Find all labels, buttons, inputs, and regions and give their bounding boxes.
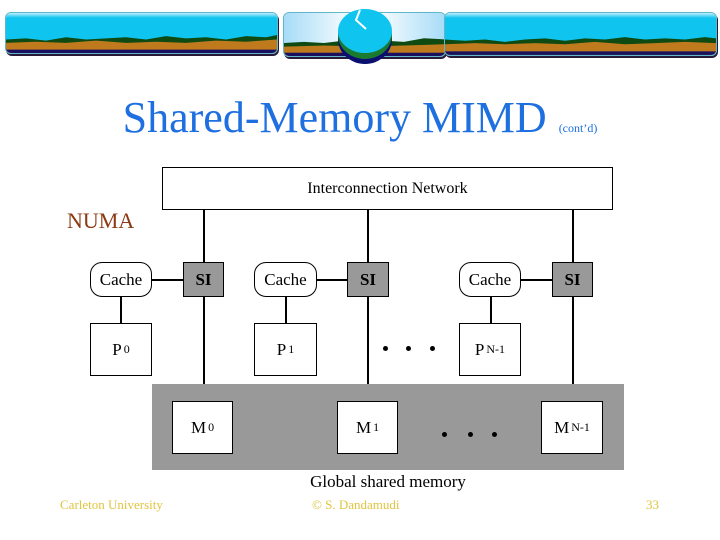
connector-line — [572, 210, 574, 401]
processor-subscript: N-1 — [486, 342, 506, 356]
interconnection-network-box: Interconnection Network — [162, 167, 613, 210]
cache-label: Cache — [468, 269, 512, 289]
globe-icon — [338, 9, 392, 64]
connector-line — [203, 210, 205, 401]
footer-institution: Carleton University — [60, 497, 163, 512]
ellipsis-dot — [492, 432, 497, 437]
title-subtitle: (cont’d) — [558, 121, 598, 135]
si-box: SI — [347, 262, 389, 297]
connector-line — [490, 297, 492, 323]
processor-label: P — [474, 339, 485, 359]
memory-label: M — [355, 417, 372, 437]
memory-subscript: 1 — [373, 420, 380, 434]
connector-line — [317, 279, 347, 281]
ellipsis-dot — [468, 432, 473, 437]
si-box: SI — [183, 262, 224, 297]
connector-line — [120, 297, 122, 323]
title-main: Shared-Memory MIMD — [122, 93, 547, 142]
global-memory-label: Global shared memory — [310, 472, 466, 491]
banner-right-panel — [444, 12, 717, 56]
cache-box: Cache — [254, 262, 317, 297]
section-label: NUMA — [67, 208, 135, 233]
memory-label: M — [190, 417, 207, 437]
cache-box: Cache — [90, 262, 152, 297]
cache-label: Cache — [264, 269, 307, 289]
ellipsis-dot — [383, 346, 388, 351]
processor-label: P — [112, 339, 122, 359]
ellipsis-dot — [430, 346, 435, 351]
connector-line — [521, 279, 552, 281]
connector-line — [367, 210, 369, 401]
ellipsis-dot — [406, 346, 411, 351]
footer-page-number: 33 — [646, 497, 659, 512]
footer-copyright: © S. Dandamudi — [312, 497, 400, 512]
connector-line — [285, 297, 287, 323]
cache-box: Cache — [459, 262, 521, 297]
cache-label: Cache — [99, 269, 143, 289]
processor-label: P — [276, 339, 287, 359]
memory-subscript: 0 — [208, 420, 215, 434]
si-label: SI — [359, 269, 377, 289]
ellipsis-dot — [442, 432, 447, 437]
si-label: SI — [195, 269, 212, 289]
connector-line — [152, 279, 183, 281]
si-box: SI — [552, 262, 593, 297]
banner-left-panel — [5, 12, 278, 54]
slide-title: Shared-Memory MIMD (cont’d) — [0, 92, 720, 154]
si-label: SI — [564, 269, 581, 289]
processor-subscript: 1 — [288, 342, 295, 356]
memory-label: M — [554, 417, 570, 437]
processor-subscript: 0 — [123, 342, 130, 356]
memory-subscript: N-1 — [571, 420, 590, 434]
interconnection-network-label: Interconnection Network — [307, 179, 468, 197]
